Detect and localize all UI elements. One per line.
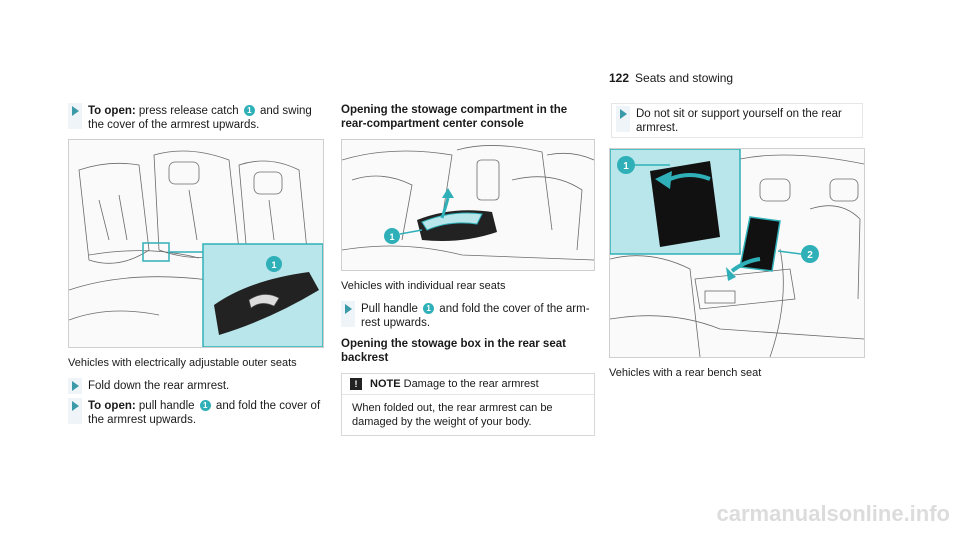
step-arrow-icon — [68, 103, 82, 129]
svg-text:2: 2 — [807, 250, 813, 261]
section-heading: Opening the stowage compartment in the r… — [341, 104, 568, 130]
figure-caption: Vehicles with individual rear seats — [341, 280, 506, 292]
callout-badge: 1 — [243, 105, 255, 117]
step-label: To open: — [88, 105, 136, 117]
callout-badge: 1 — [199, 400, 211, 412]
step-do-not-sit: Do not sit or support yourself on the re… — [611, 103, 863, 138]
callout-badge: 1 — [423, 303, 435, 315]
section-heading: Opening the stowage box in the rear seat… — [341, 338, 566, 364]
step-fold-down: Fold down the rear armrest. — [68, 378, 328, 394]
note-header: ! NOTE Damage to the rear armrest — [342, 374, 594, 395]
step-pull-handle-console: Pull handle 1 and fold the cover of the … — [341, 301, 591, 330]
step-label: To open: — [88, 400, 136, 412]
svg-text:1: 1 — [389, 232, 394, 242]
step-arrow-icon — [68, 378, 82, 394]
warning-icon: ! — [350, 378, 362, 390]
seat-armrest-illustration: 1 — [69, 150, 323, 347]
figure-rear-bench: 1 2 1 2 — [609, 148, 865, 358]
figure-caption: Vehicles with electrically adjustable ou… — [68, 357, 297, 369]
step-pull-handle: To open: pull handle 1 and fold the cove… — [68, 398, 328, 427]
svg-text:1: 1 — [271, 260, 276, 270]
rear-bench-illustration: 1 2 — [610, 149, 864, 357]
svg-text:1: 1 — [623, 161, 629, 172]
step-arrow-icon — [68, 398, 82, 424]
step-arrow-icon — [616, 106, 630, 132]
step-arrow-icon — [341, 301, 355, 327]
center-console-illustration: 1 — [342, 145, 594, 261]
figure-outer-seats: 1 — [68, 139, 324, 348]
figure-caption: Vehicles with a rear bench seat — [609, 367, 762, 379]
figure-center-console: 1 — [341, 139, 595, 271]
page-number: 122 — [609, 71, 630, 85]
note-body: When folded out, the rear armrest can be… — [352, 402, 553, 428]
page-header: 122 Seats and stowing — [609, 71, 733, 85]
note-box: ! NOTE Damage to the rear armrest When f… — [341, 373, 595, 436]
watermark: carmanualsonline.info — [716, 501, 951, 526]
section-title: Seats and stowing — [635, 71, 734, 85]
step-open-catch: To open: press release catch 1 and swing… — [68, 103, 328, 132]
